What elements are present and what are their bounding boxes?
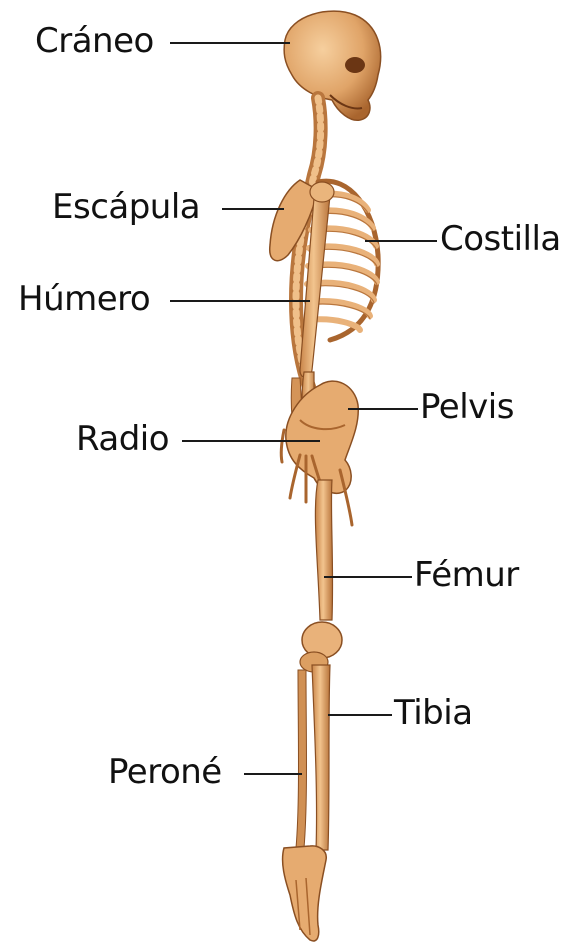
leader-line-radio	[182, 440, 320, 442]
leader-line-tibia	[328, 714, 392, 716]
leader-line-femur	[324, 576, 412, 578]
leader-line-craneo	[170, 42, 290, 44]
label-tibia: Tibia	[394, 696, 473, 730]
leader-line-humero	[170, 300, 310, 302]
leader-line-escapula	[222, 208, 284, 210]
label-femur: Fémur	[414, 558, 519, 592]
femur	[315, 480, 332, 620]
label-costilla: Costilla	[440, 222, 561, 256]
foot	[283, 846, 327, 941]
label-pelvis: Pelvis	[420, 390, 514, 424]
leader-line-pelvis	[348, 408, 418, 410]
label-perone: Peroné	[108, 755, 222, 789]
leader-line-perone	[244, 773, 302, 775]
skull	[284, 11, 380, 120]
label-craneo: Cráneo	[35, 24, 154, 58]
label-humero: Húmero	[18, 282, 150, 316]
label-radio: Radio	[76, 422, 169, 456]
leader-line-costilla	[365, 240, 437, 242]
label-escapula: Escápula	[52, 190, 200, 224]
lower-leg	[296, 665, 330, 850]
